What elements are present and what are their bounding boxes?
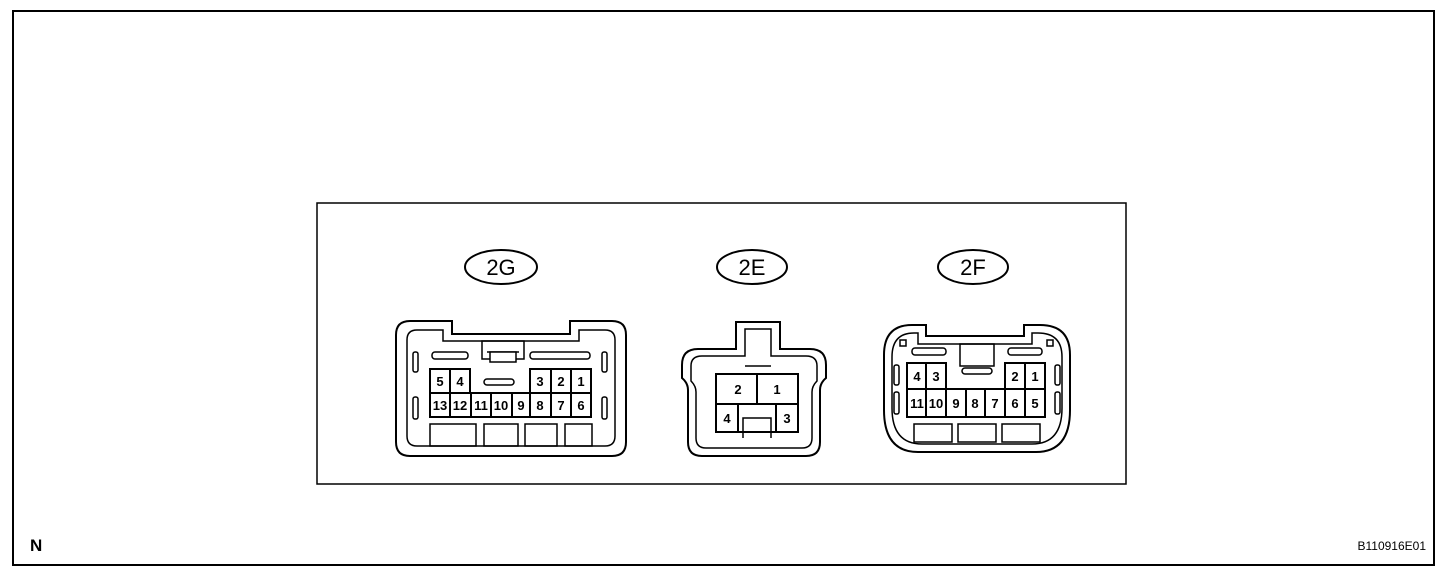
connector-2f-corner-marker <box>1046 339 1054 347</box>
connector-2g-inner-wall <box>406 329 616 447</box>
connector-2g-bottom-rib <box>483 423 519 447</box>
pin-2g-1: 1 <box>577 374 584 389</box>
figure-code: B110916E01 <box>1357 539 1426 553</box>
pin-2f-4: 4 <box>913 369 921 384</box>
pin-2g-13: 13 <box>433 398 447 413</box>
connector-2e-key-slot <box>742 417 772 438</box>
connector-2e-housing <box>681 321 827 457</box>
connector-2f-inner-wall <box>891 332 1063 445</box>
connector-2f-side-rib <box>893 391 900 415</box>
connector-2g-key-slot <box>431 351 469 360</box>
pin-2e-3: 3 <box>783 411 790 426</box>
pin-2g-8: 8 <box>536 398 543 413</box>
connector-2g-side-rib <box>601 351 608 373</box>
connector-2f-corner-marker <box>899 339 907 347</box>
pin-2g-11: 11 <box>474 398 488 413</box>
connector-2f-bottom-rib <box>957 423 997 443</box>
connector-2f-key-slot <box>961 367 993 375</box>
connector-2g-label: 2G <box>486 255 515 280</box>
pin-2f-8: 8 <box>971 396 978 411</box>
pin-2g-6: 6 <box>577 398 584 413</box>
connector-2g <box>395 249 627 457</box>
connector-2e <box>681 249 827 457</box>
pin-2e-4: 4 <box>723 411 731 426</box>
pin-2e-2: 2 <box>734 382 741 397</box>
connector-2e-label: 2E <box>739 255 766 280</box>
corner-mark: N <box>30 536 42 555</box>
pin-2g-12: 12 <box>453 398 467 413</box>
pin-2f-10: 10 <box>929 396 943 411</box>
connector-2f-label-bubble <box>937 249 1009 285</box>
connector-2g-bottom-rib <box>564 423 593 447</box>
connector-2g-key-slot <box>483 378 515 386</box>
pin-2g-7: 7 <box>557 398 564 413</box>
connector-2f-key-slot <box>1007 347 1043 356</box>
connector-2g-housing <box>395 320 627 457</box>
connector-2e-inner-wall <box>690 328 818 449</box>
connector-2f-side-rib <box>893 364 900 386</box>
connector-2f-side-rib <box>1054 391 1061 415</box>
pin-2f-1: 1 <box>1031 369 1038 384</box>
connector-2f-bottom-rib <box>1001 423 1041 443</box>
connector-2f-key-slot <box>911 347 947 356</box>
connector-panel <box>316 202 1127 485</box>
pin-2f-5: 5 <box>1031 396 1038 411</box>
pin-2g-9: 9 <box>517 398 524 413</box>
pin-2f-6: 6 <box>1011 396 1018 411</box>
pin-2g-5: 5 <box>436 374 443 389</box>
connector-2g-side-rib <box>601 396 608 420</box>
pin-2f-3: 3 <box>932 369 939 384</box>
pin-2f-7: 7 <box>991 396 998 411</box>
pin-2f-9: 9 <box>952 396 959 411</box>
connector-2f-side-rib <box>1054 364 1061 386</box>
connector-2g-bottom-rib <box>524 423 558 447</box>
connector-2g-bottom-rib <box>429 423 477 447</box>
connector-2f-bottom-rib <box>913 423 953 443</box>
pin-2g-2: 2 <box>557 374 564 389</box>
pin-2g-4: 4 <box>456 374 464 389</box>
connector-2f-label: 2F <box>960 255 986 280</box>
connector-2f-lock-latch <box>959 343 995 367</box>
pin-2g-3: 3 <box>536 374 543 389</box>
pin-2g-10: 10 <box>494 398 508 413</box>
connector-2f <box>883 249 1071 453</box>
connector-2e-label-bubble <box>716 249 788 285</box>
pin-2f-2: 2 <box>1011 369 1018 384</box>
connector-2g-side-rib <box>412 396 419 420</box>
connector-2g-key-slot <box>529 351 591 360</box>
connector-2g-side-rib <box>412 351 419 373</box>
pin-2f-11: 11 <box>910 396 924 411</box>
outer-frame <box>12 10 1435 566</box>
connector-2f-housing <box>883 324 1071 453</box>
pin-2e-1: 1 <box>773 382 780 397</box>
connector-2g-label-bubble <box>464 249 538 285</box>
